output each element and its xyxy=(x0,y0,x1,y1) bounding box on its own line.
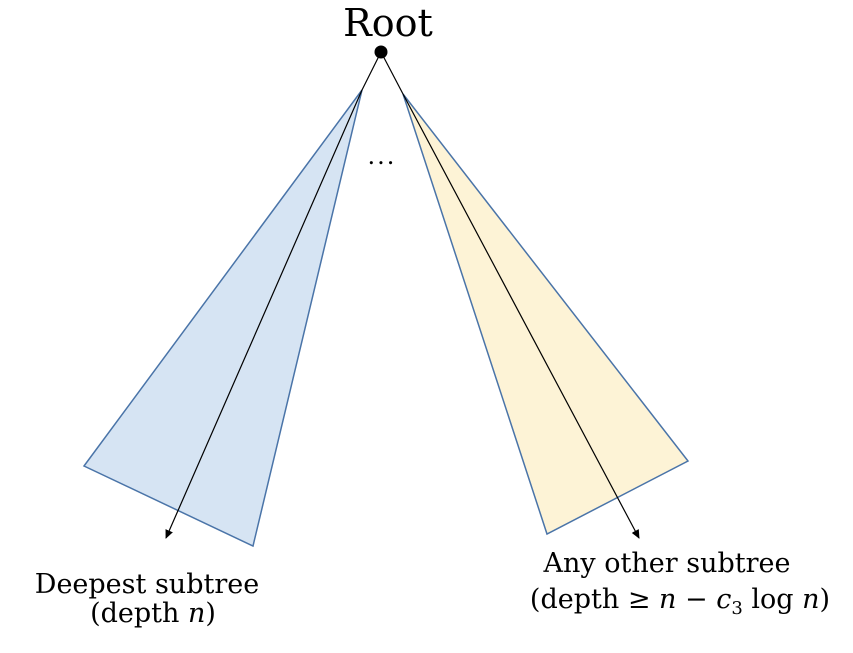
other-depth-var-n2: n xyxy=(802,584,819,615)
root-node xyxy=(374,45,388,59)
other-depth-subscript: 3 xyxy=(731,598,742,619)
root-to-left-edge xyxy=(361,51,382,91)
other-depth-minus: − xyxy=(676,584,716,615)
ellipsis: ... xyxy=(368,142,397,170)
other-subtree-triangle xyxy=(402,93,690,536)
deepest-subtree-title: Deepest subtree xyxy=(35,569,259,600)
root-to-right-edge xyxy=(380,51,404,95)
other-subtree-depth: (depth ≥ n − c3 log n) xyxy=(530,584,830,619)
deepest-depth-var: n xyxy=(188,598,205,629)
other-depth-arrow xyxy=(402,93,640,539)
deepest-subtree-depth: (depth n) xyxy=(90,598,216,629)
deepest-depth-arrow xyxy=(165,89,363,539)
other-subtree-title: Any other subtree xyxy=(543,548,791,579)
other-depth-var-c: c xyxy=(716,584,731,615)
other-depth-log: log xyxy=(743,584,802,615)
deepest-depth-prefix: (depth xyxy=(90,598,188,629)
other-depth-var-n: n xyxy=(659,584,676,615)
deepest-depth-suffix: ) xyxy=(205,598,216,629)
root-label: Root xyxy=(343,1,433,45)
other-depth-suffix: ) xyxy=(820,584,831,615)
other-depth-prefix: (depth ≥ xyxy=(530,584,659,615)
deepest-subtree-triangle xyxy=(82,89,363,548)
